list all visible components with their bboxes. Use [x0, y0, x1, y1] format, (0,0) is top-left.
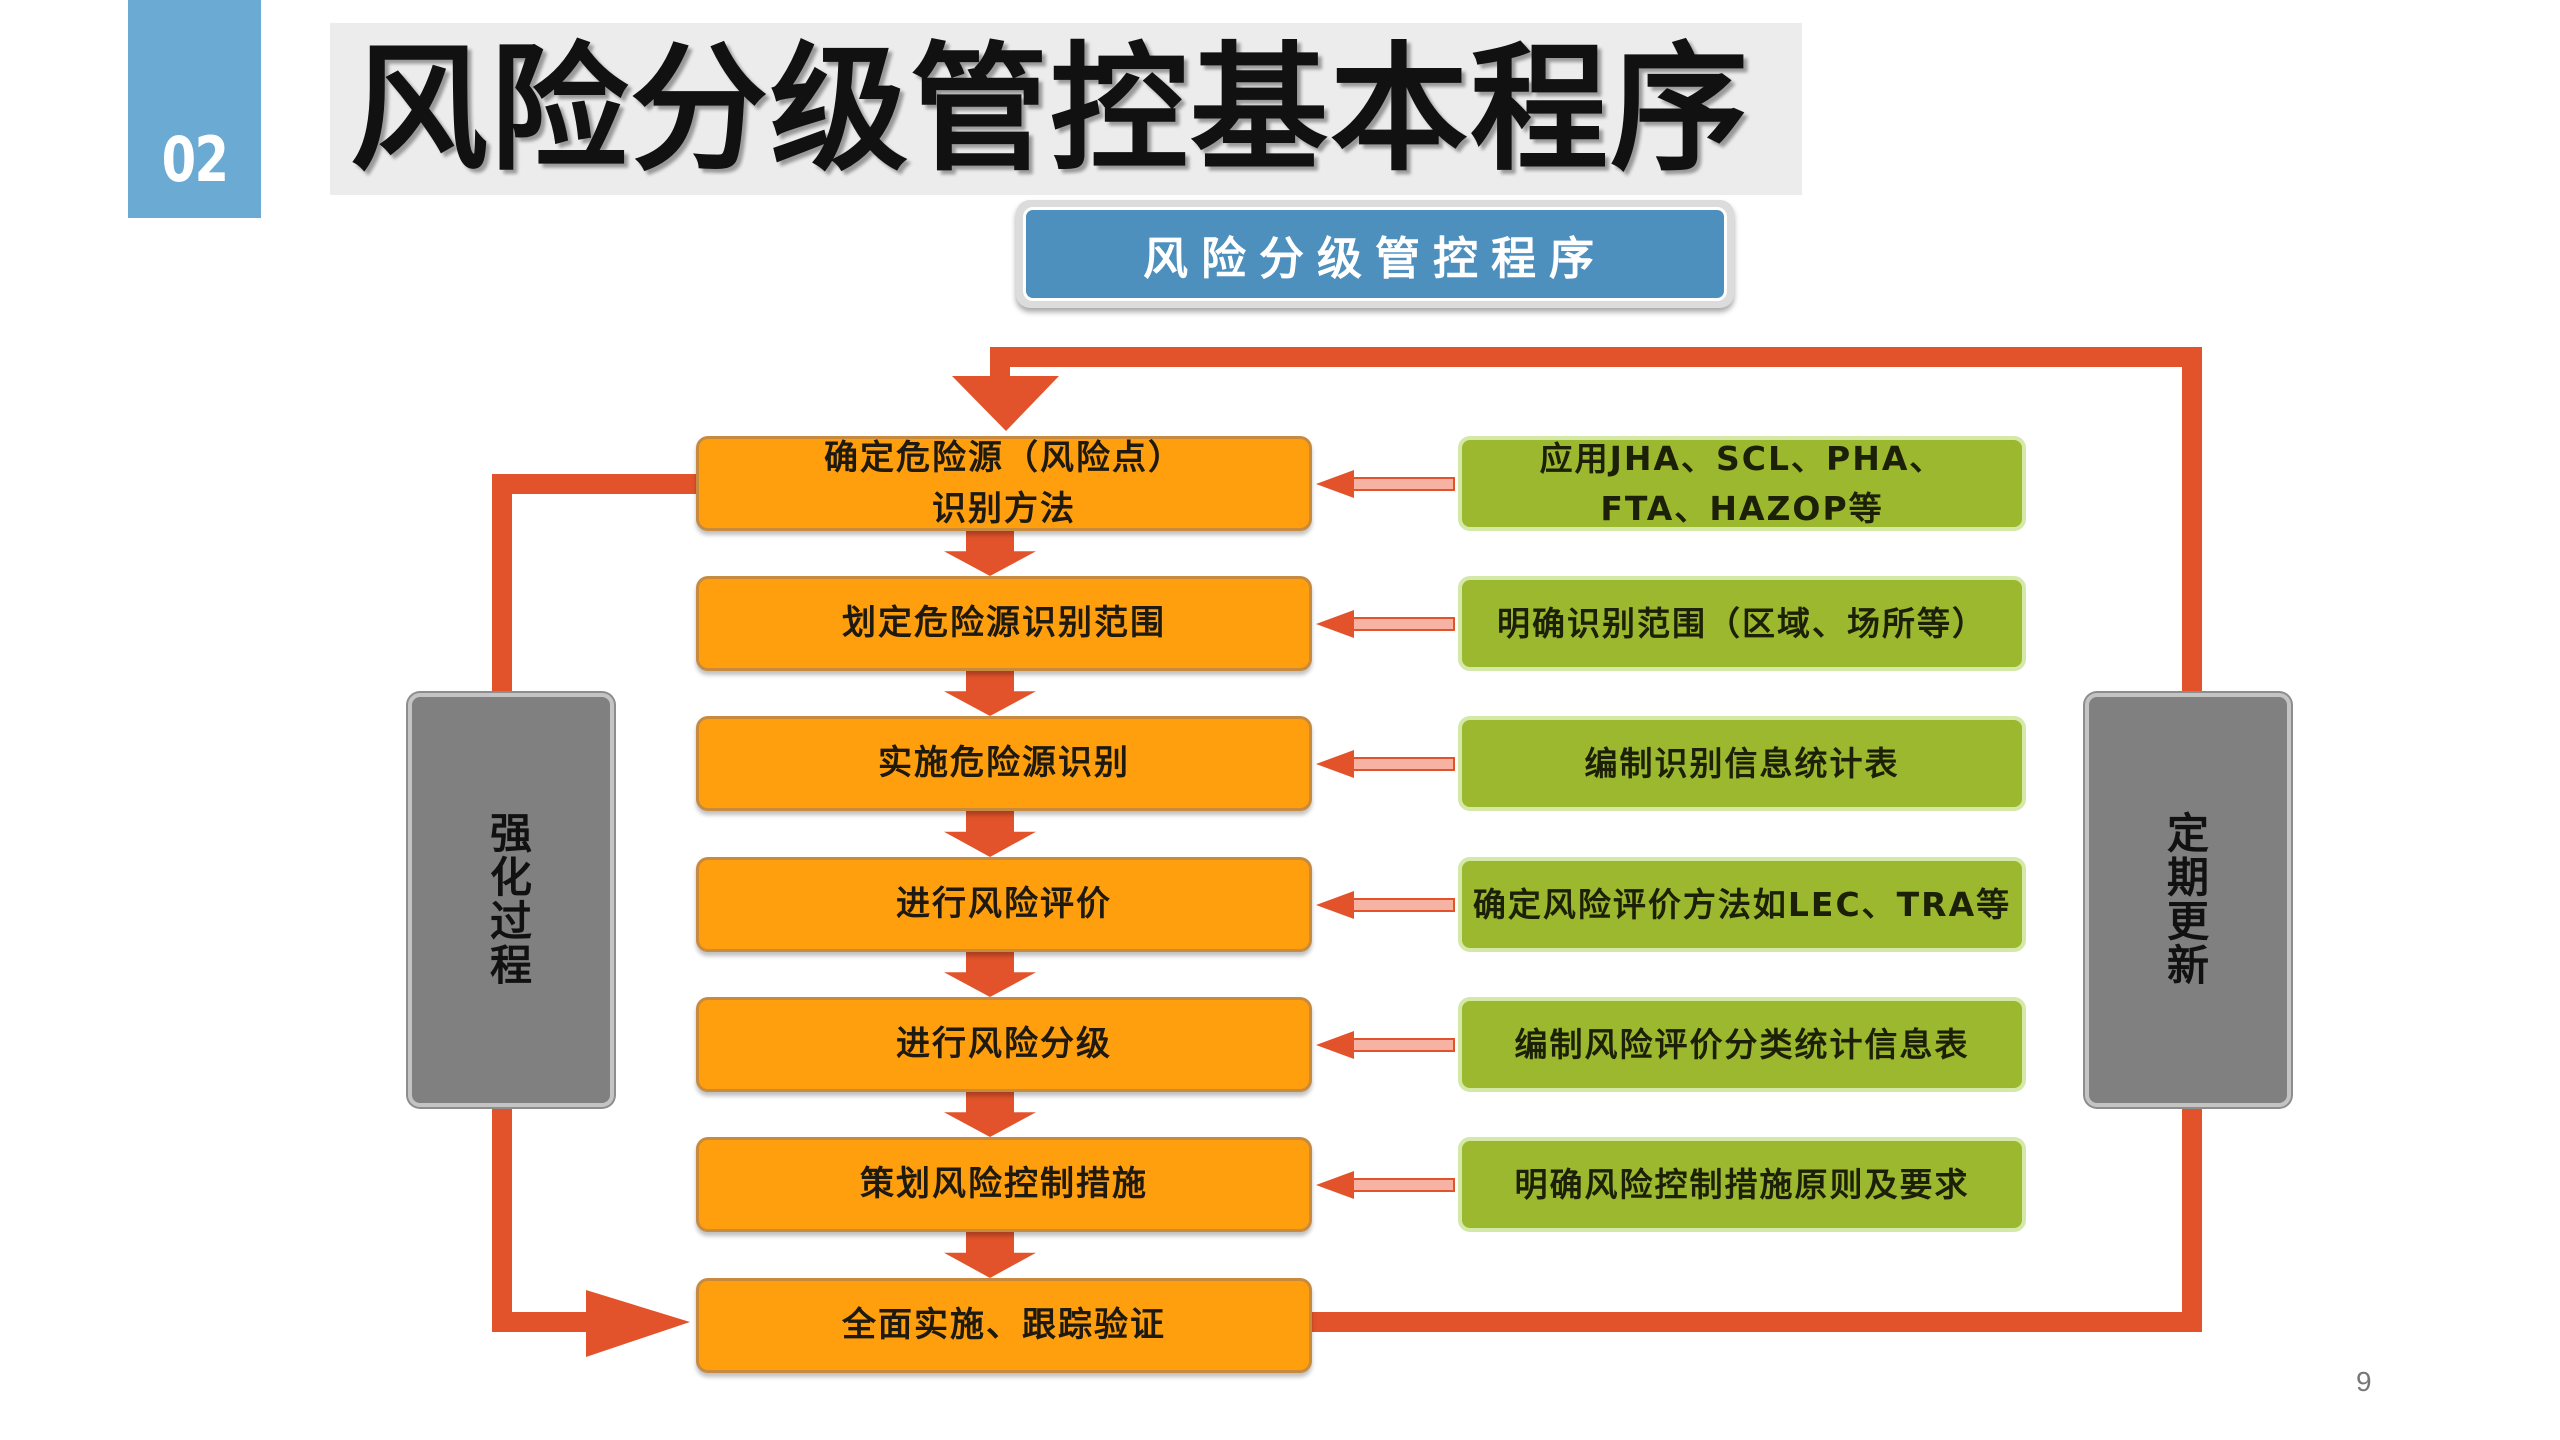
title-bar: 风险分级管控基本程序 [330, 23, 1802, 195]
page-number: 9 [2356, 1366, 2372, 1397]
note-box: 明确风险控制措施原则及要求 [1458, 1137, 2026, 1232]
note-box: 编制识别信息统计表 [1458, 716, 2026, 811]
note-to-step-arrow [1316, 1031, 1455, 1059]
subtitle-text: 风险分级管控程序 [1023, 207, 1727, 301]
note-box: 明确识别范围（区域、场所等） [1458, 576, 2026, 671]
step-box: 实施危险源识别 [696, 716, 1312, 811]
step-box: 确定危险源（风险点）识别方法 [696, 436, 1312, 531]
step-down-arrow [944, 1232, 1036, 1278]
step-down-arrow [944, 1092, 1036, 1137]
step-box: 全面实施、跟踪验证 [696, 1278, 1312, 1373]
side-label-left: 强化过程 [490, 808, 533, 991]
note-to-step-arrow [1316, 891, 1455, 919]
note-box: 编制风险评价分类统计信息表 [1458, 997, 2026, 1092]
page-title: 风险分级管控基本程序 [350, 29, 1751, 190]
note-to-step-arrow [1316, 610, 1455, 638]
step-box: 进行风险评价 [696, 857, 1312, 952]
subtitle-badge: 风险分级管控程序 [1016, 200, 1734, 308]
step-down-arrow [944, 952, 1036, 997]
note-to-step-arrow [1316, 1171, 1455, 1199]
step-down-arrow [944, 671, 1036, 716]
section-number-tab: 02 [128, 0, 261, 218]
note-to-step-arrow [1316, 470, 1455, 498]
step-box: 进行风险分级 [696, 997, 1312, 1092]
note-box: 确定风险评价方法如LEC、TRA等 [1458, 857, 2026, 952]
step-box: 划定危险源识别范围 [696, 576, 1312, 671]
loop-arrow-right [990, 347, 2202, 1332]
step-down-arrow [944, 811, 1036, 857]
side-box-right: 定期更新 [2085, 693, 2291, 1107]
loop-arrowhead-bottom [586, 1290, 690, 1357]
note-box: 应用JHA、SCL、PHA、FTA、HAZOP等 [1458, 436, 2026, 531]
loop-arrowhead-top [952, 376, 1059, 431]
side-label-right: 定期更新 [2167, 808, 2210, 991]
step-box: 策划风险控制措施 [696, 1137, 1312, 1232]
note-to-step-arrow [1316, 750, 1455, 778]
side-box-left: 强化过程 [408, 693, 614, 1107]
section-number: 02 [161, 123, 229, 196]
step-down-arrow [944, 531, 1036, 576]
